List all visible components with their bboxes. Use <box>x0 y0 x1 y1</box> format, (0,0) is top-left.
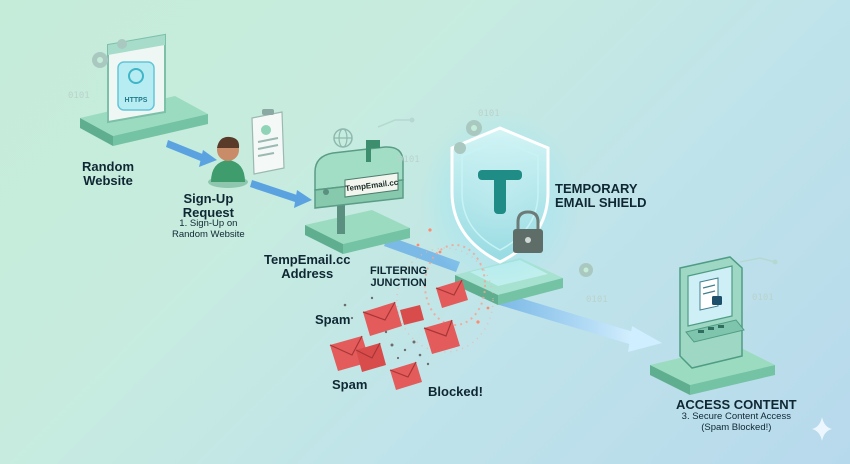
website-icon: HTTPS <box>107 33 166 124</box>
flow-arrow-website-to-person <box>166 140 217 167</box>
label-random-website: Random Website <box>82 160 134 187</box>
label-spam-bottom: Spam <box>332 377 368 392</box>
spam-envelope-icon <box>400 305 424 325</box>
shield-icon <box>450 126 550 264</box>
label-temporary-email-shield: TEMPORARY EMAIL SHIELD <box>555 182 647 209</box>
label-address-line2: Address <box>281 265 334 281</box>
label-address-line1: TempEmail.cc <box>264 252 351 267</box>
label-filtering-line1: FILTERING <box>370 265 428 277</box>
kiosk-icon <box>679 256 745 369</box>
flow-arrow-person-to-mailbox <box>250 180 312 208</box>
label-random-website-line1: Random <box>82 159 134 174</box>
sparkle-icon <box>812 417 832 441</box>
globe-icon <box>333 128 353 148</box>
padlock-icon <box>513 210 543 253</box>
spam-envelope-icon <box>362 301 402 336</box>
spam-envelope-icon <box>355 342 386 372</box>
label-signup-line2: Request <box>182 204 234 220</box>
label-access-content: ACCESS CONTENT 3. Secure Content Access … <box>676 398 797 433</box>
spam-debris <box>343 296 430 366</box>
flow-beam-shield-to-kiosk <box>496 292 662 352</box>
label-blocked: Blocked! <box>428 384 483 399</box>
label-random-website-line2: Website <box>83 172 133 188</box>
shield-gears <box>454 120 593 277</box>
binary-decoration: 0101 <box>478 109 500 119</box>
label-shield-line2: EMAIL SHIELD <box>555 194 647 210</box>
label-tempemail-address: TempEmail.cc Address <box>264 253 350 280</box>
label-signup-request: Sign-Up Request 1. Sign-Up on Random Web… <box>172 192 245 241</box>
label-filtering-line2: JUNCTION <box>370 276 427 289</box>
form-document-icon <box>251 109 285 175</box>
binary-decoration: 0101 <box>398 155 420 165</box>
label-signup-sub1: 1. Sign-Up on <box>179 218 238 230</box>
label-access-line1: ACCESS CONTENT <box>676 397 797 412</box>
label-access-sub1: 3. Secure Content Access <box>681 410 791 422</box>
flow-beam-mailbox-to-junction <box>384 236 460 272</box>
binary-decoration: 0101 <box>586 295 608 305</box>
label-filtering-junction: FILTERING JUNCTION <box>370 265 428 289</box>
circuit-lines <box>377 117 778 265</box>
label-signup-line1: Sign-Up <box>183 191 234 206</box>
mailbox-platform <box>305 210 410 254</box>
person-avatar-icon <box>208 136 248 188</box>
label-signup-sub2: Random Website <box>172 229 245 241</box>
spam-envelope-icon <box>435 279 468 308</box>
label-shield-line1: TEMPORARY <box>555 181 638 196</box>
spam-envelope-icon <box>389 361 422 390</box>
gear-icon <box>92 39 127 68</box>
label-spam-top: Spam <box>315 312 351 327</box>
spam-envelope-icon <box>423 319 460 354</box>
svg-text:HTTPS: HTTPS <box>125 97 148 104</box>
filtering-junction-ring <box>396 228 494 353</box>
binary-decoration: 0101 <box>752 293 774 303</box>
binary-decoration: 0101 <box>68 91 90 101</box>
label-access-sub2: (Spam Blocked!) <box>701 421 772 433</box>
mailbox-icon: TempEmail.cc <box>314 140 404 234</box>
kiosk-platform <box>650 345 775 395</box>
